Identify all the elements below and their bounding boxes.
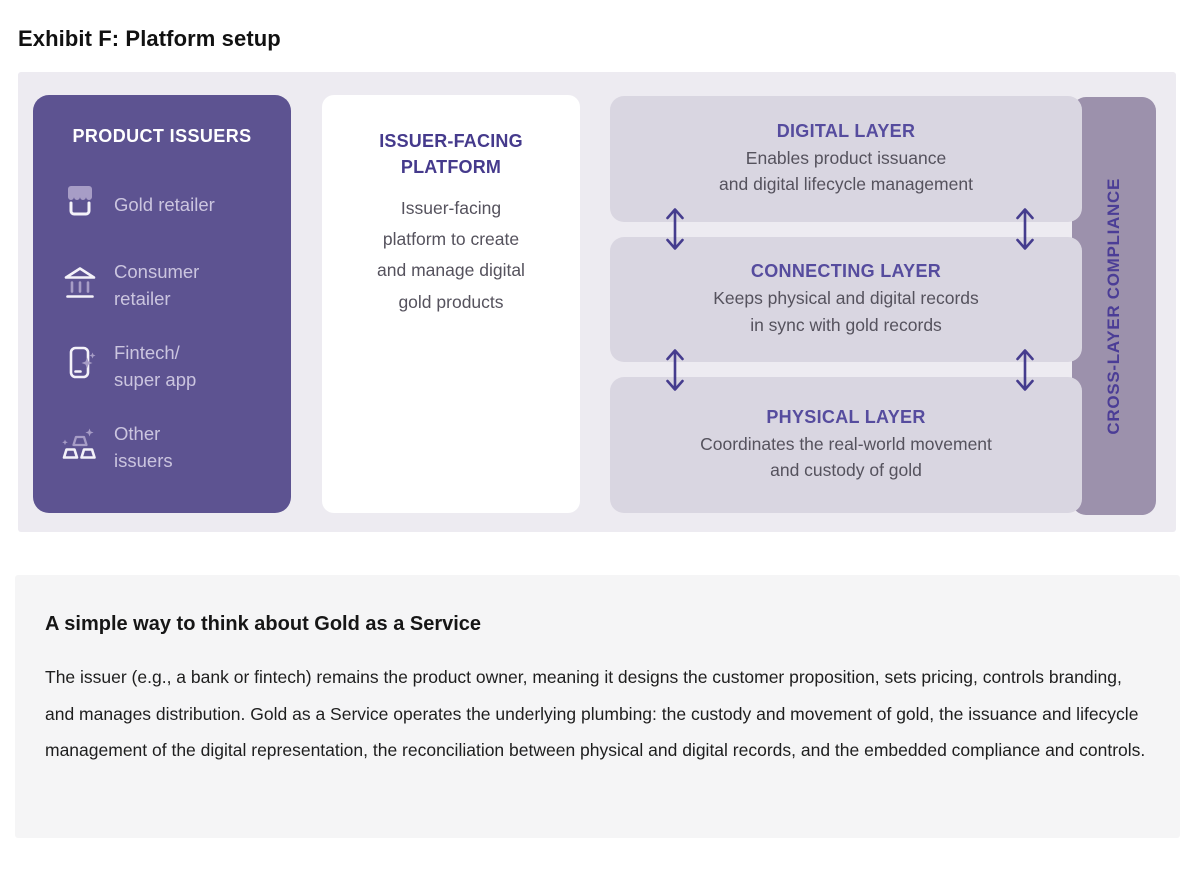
digital-layer-panel: DIGITAL LAYER Enables product issuance a…: [610, 96, 1082, 222]
bidirectional-arrow-icon: [663, 205, 687, 253]
issuer-label: Gold retailer: [114, 193, 215, 215]
platform-description: Issuer-facing platform to create and man…: [377, 198, 525, 312]
bidirectional-arrow-icon: [1013, 205, 1037, 253]
phone-sparkle-icon: [59, 343, 101, 390]
note-body: The issuer (e.g., a bank or fintech) rem…: [45, 667, 1146, 760]
physical-layer-heading: PHYSICAL LAYER: [766, 406, 926, 427]
list-item-fintech-super-app: Fintech/ super app: [59, 339, 291, 393]
page-title: Exhibit F: Platform setup: [18, 26, 281, 51]
platform-setup-diagram: PRODUCT ISSUERS Gold retailer: [18, 72, 1176, 532]
note-heading: A simple way to think about Gold as a Se…: [45, 613, 482, 635]
list-item-consumer-retailer: Consumer retailer: [59, 258, 291, 312]
list-item-other-issuers: Other issuers: [59, 420, 291, 474]
cross-layer-compliance-label: CROSS-LAYER COMPLIANCE: [1104, 177, 1123, 435]
issuer-facing-platform-panel: ISSUER-FACING PLATFORM Issuer-facing pla…: [322, 95, 580, 513]
product-issuers-heading: PRODUCT ISSUERS: [72, 126, 252, 146]
issuer-items-list: Gold retailer Consumer retailer: [33, 147, 291, 474]
gold-bars-icon: [59, 424, 101, 471]
note-section: A simple way to think about Gold as a Se…: [15, 575, 1180, 838]
physical-layer-description: Coordinates the real-world movement and …: [700, 433, 992, 480]
cross-layer-compliance-bar: CROSS-LAYER COMPLIANCE: [1072, 97, 1156, 515]
issuer-label: Consumer retailer: [114, 261, 200, 309]
digital-layer-description: Enables product issuance and digital lif…: [719, 147, 973, 194]
connecting-layer-description: Keeps physical and digital records in sy…: [713, 288, 979, 335]
list-item-gold-retailer: Gold retailer: [59, 177, 291, 231]
product-issuers-panel: PRODUCT ISSUERS Gold retailer: [33, 95, 291, 513]
issuer-label: Other issuers: [114, 423, 173, 471]
bidirectional-arrow-icon: [663, 346, 687, 394]
bidirectional-arrow-icon: [1013, 346, 1037, 394]
digital-layer-heading: DIGITAL LAYER: [776, 120, 916, 141]
connecting-layer-heading: CONNECTING LAYER: [750, 261, 942, 282]
physical-layer-panel: PHYSICAL LAYER Coordinates the real-worl…: [610, 377, 1082, 513]
connecting-layer-panel: CONNECTING LAYER Keeps physical and digi…: [610, 237, 1082, 362]
bank-icon: [59, 262, 101, 309]
issuer-label: Fintech/ super app: [114, 342, 197, 390]
storefront-icon: [59, 181, 101, 228]
platform-heading: ISSUER-FACING PLATFORM: [379, 131, 523, 178]
